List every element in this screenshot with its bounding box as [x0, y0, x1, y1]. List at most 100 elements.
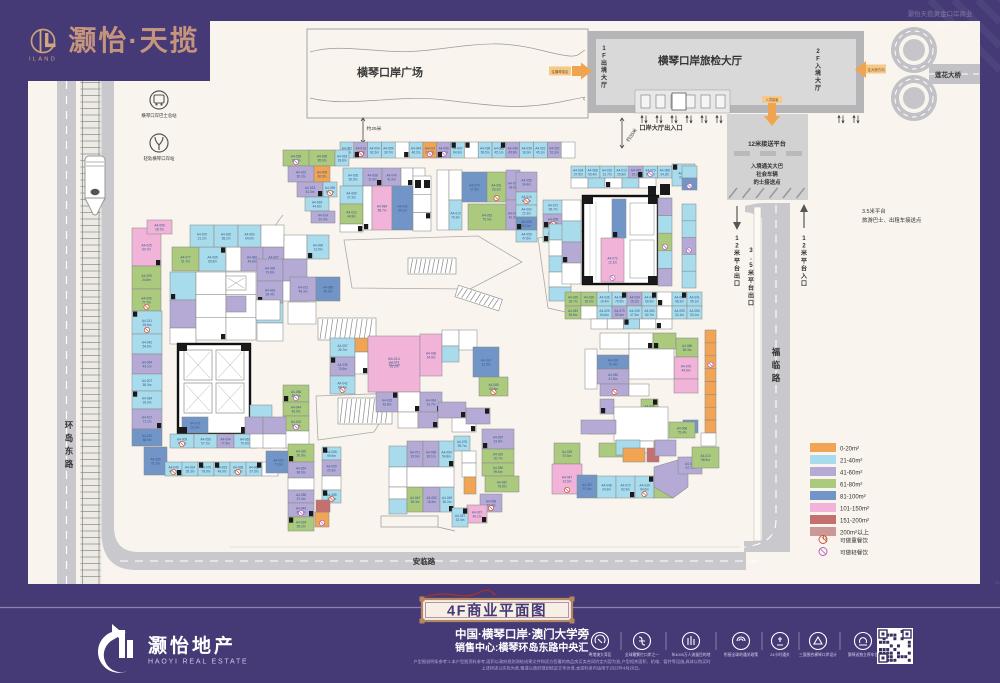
svg-text:A4-007: A4-007 — [142, 379, 153, 383]
svg-text:35.3m: 35.3m — [186, 469, 195, 473]
svg-text:F: F — [816, 56, 820, 62]
svg-text:HAOYI REAL ESTATE: HAOYI REAL ESTATE — [148, 659, 249, 666]
svg-text:A4-040: A4-040 — [168, 465, 179, 469]
svg-text:临: 临 — [772, 360, 781, 370]
svg-text:A4-079: A4-079 — [614, 309, 625, 313]
svg-text:99.6m: 99.6m — [494, 470, 503, 474]
svg-text:99.9m: 99.9m — [327, 454, 336, 458]
svg-text:台: 台 — [734, 264, 740, 272]
svg-text:A4-053: A4-053 — [426, 496, 437, 500]
svg-text:39.1m: 39.1m — [398, 208, 407, 212]
svg-text:85.6m: 85.6m — [318, 158, 327, 162]
svg-text:57.7m: 57.7m — [201, 441, 210, 445]
svg-text:旅游巴士、出租车接送点: 旅游巴士、出租车接送点 — [862, 216, 922, 224]
svg-text:A4-057: A4-057 — [493, 435, 504, 439]
svg-text:厅: 厅 — [601, 81, 607, 89]
svg-text:A4-006: A4-006 — [644, 404, 655, 408]
svg-text:39.7m: 39.7m — [384, 150, 393, 154]
svg-text:27.9m: 27.9m — [470, 187, 479, 191]
svg-text:47.3m: 47.3m — [630, 313, 639, 317]
svg-text:81.5m: 81.5m — [151, 461, 160, 465]
svg-text:A4-082: A4-082 — [247, 255, 258, 259]
svg-text:A4-009: A4-009 — [317, 170, 328, 174]
svg-text:A4-069: A4-069 — [674, 295, 685, 299]
svg-text:62.0m: 62.0m — [522, 224, 531, 228]
svg-text:34.4m: 34.4m — [522, 182, 531, 186]
svg-text:A4-013: A4-013 — [508, 181, 519, 185]
svg-text:A4-037: A4-037 — [472, 510, 483, 514]
svg-text:A4-036: A4-036 — [480, 146, 491, 150]
svg-text:73.1m: 73.1m — [274, 462, 283, 466]
svg-text:A4-035: A4-035 — [337, 363, 348, 367]
svg-text:衔接全球的通关政策: 衔接全球的通关政策 — [724, 652, 758, 657]
svg-text:49.0m: 49.0m — [218, 469, 227, 473]
svg-text:98.3m: 98.3m — [683, 348, 692, 352]
svg-text:A4-008: A4-008 — [548, 217, 559, 221]
svg-text:A4-049: A4-049 — [508, 146, 519, 150]
svg-text:2: 2 — [802, 243, 806, 250]
svg-text:67.7m: 67.7m — [686, 466, 695, 470]
svg-text:66.9m: 66.9m — [645, 299, 654, 303]
svg-text:A4-072: A4-072 — [548, 203, 559, 207]
svg-text:粤港澳大湾区: 粤港澳大湾区 — [589, 652, 612, 657]
svg-text:A4-024: A4-024 — [185, 465, 196, 469]
svg-text:路: 路 — [772, 373, 781, 383]
svg-text:12米接送平台: 12米接送平台 — [748, 140, 786, 148]
svg-text:A4-042: A4-042 — [410, 496, 421, 500]
svg-text:平: 平 — [748, 277, 755, 284]
svg-text:A4-029: A4-029 — [568, 295, 579, 299]
svg-text:98.3m: 98.3m — [675, 299, 684, 303]
svg-text:A4-068: A4-068 — [367, 173, 378, 177]
svg-text:A4-060: A4-060 — [244, 232, 255, 236]
svg-text:ILAND: ILAND — [29, 57, 57, 63]
svg-text:岛: 岛 — [65, 433, 74, 443]
svg-text:米: 米 — [800, 249, 808, 257]
svg-text:84.3m: 84.3m — [453, 150, 462, 154]
svg-text:灏怡天揽黄金口岸商业: 灏怡天揽黄金口岸商业 — [908, 9, 974, 18]
svg-text:A4-065: A4-065 — [207, 255, 218, 259]
svg-text:A4-014: A4-014 — [508, 211, 519, 215]
svg-text:安临路: 安临路 — [413, 556, 436, 566]
svg-text:大: 大 — [601, 74, 607, 82]
svg-text:21-40m²: 21-40m² — [840, 459, 862, 465]
svg-text:48.3m: 48.3m — [299, 289, 308, 293]
svg-text:36.7m: 36.7m — [569, 299, 578, 303]
svg-text:A4-054: A4-054 — [383, 146, 394, 150]
svg-text:的士接送点: 的士接送点 — [754, 178, 782, 186]
svg-text:34.9m: 34.9m — [427, 355, 436, 359]
svg-text:26.7m: 26.7m — [338, 348, 347, 352]
svg-text:A4-084: A4-084 — [142, 396, 153, 400]
svg-text:A4-013: A4-013 — [700, 454, 711, 458]
svg-text:A4-048: A4-048 — [601, 483, 612, 487]
svg-text:A4-064: A4-064 — [426, 398, 437, 402]
svg-text:A4-030: A4-030 — [584, 295, 595, 299]
svg-text:95.1m: 95.1m — [297, 524, 306, 528]
svg-text:A4-042: A4-042 — [337, 381, 348, 385]
svg-text:A4-047: A4-047 — [452, 146, 463, 150]
svg-text:A4-010: A4-010 — [521, 195, 532, 199]
svg-text:77.4m: 77.4m — [221, 441, 230, 445]
svg-text:37.5m: 37.5m — [574, 172, 583, 176]
svg-text:A4-029: A4-029 — [337, 154, 348, 158]
svg-text:A4-010: A4-010 — [602, 168, 613, 172]
svg-text:45.1m: 45.1m — [536, 150, 545, 154]
svg-text:45.1m: 45.1m — [495, 150, 504, 154]
svg-text:轻轨横琴口岸站: 轻轨横琴口岸站 — [144, 155, 175, 162]
svg-text:A4-017: A4-017 — [142, 415, 153, 419]
svg-text:A4-069: A4-069 — [346, 191, 357, 195]
svg-text:A4-068: A4-068 — [677, 426, 688, 430]
svg-text:三面围合横琴口岸设计: 三面围合横琴口岸设计 — [799, 652, 837, 657]
svg-text:A4-040: A4-040 — [296, 506, 307, 510]
svg-text:A4-095: A4-095 — [674, 309, 685, 313]
svg-text:口岸大厅出入口: 口岸大厅出入口 — [639, 124, 682, 132]
svg-text:户型图说明条参考:1.本户型图资料参考,面积以政府规划测绘成: 户型图说明条参考:1.本户型图资料参考,面积以政府规划测绘成果文件和双方签署的商… — [413, 658, 711, 665]
svg-text:70.4m: 70.4m — [609, 362, 618, 366]
svg-text:灏琴送独立停车位: 灏琴送独立停车位 — [848, 652, 879, 657]
svg-text:28.8m: 28.8m — [338, 158, 347, 162]
svg-text:A4-033: A4-033 — [305, 186, 316, 190]
svg-text:A4-057: A4-057 — [455, 514, 466, 518]
svg-text:51.3m: 51.3m — [550, 150, 559, 154]
svg-text:1: 1 — [735, 235, 739, 242]
svg-text:12.7m: 12.7m — [603, 172, 612, 176]
svg-text:米: 米 — [733, 249, 741, 257]
